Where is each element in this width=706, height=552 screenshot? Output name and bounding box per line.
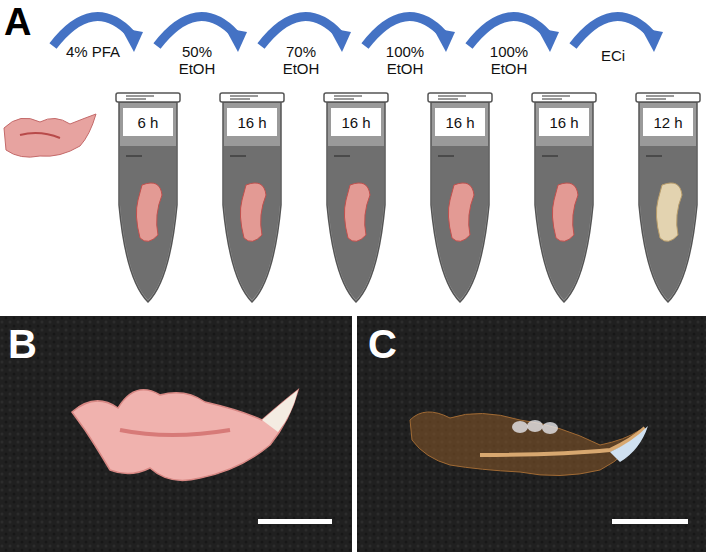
molar <box>512 421 528 433</box>
tube-body <box>223 102 281 302</box>
step-label: 50% EtOH <box>169 44 225 77</box>
tube-cap <box>220 93 284 102</box>
step-label: 70% EtOH <box>273 44 329 77</box>
jaw-specimen <box>4 114 96 157</box>
molar <box>542 422 558 434</box>
arrow-head <box>641 28 663 52</box>
jaw-specimen <box>72 390 298 481</box>
time-text: 12 h <box>653 114 682 131</box>
step-label: 4% PFA <box>65 44 121 61</box>
fill-mark <box>646 155 662 157</box>
time-text: 16 h <box>237 114 266 131</box>
fill-mark <box>334 155 350 157</box>
time-text: 16 h <box>445 114 474 131</box>
panel-letter: B <box>8 322 52 366</box>
panel-letter: A <box>4 2 44 44</box>
cap-mark <box>542 95 570 97</box>
tube-label: 16 h <box>331 108 381 136</box>
step-arrow <box>261 17 339 46</box>
step-arrow <box>573 17 651 46</box>
cleared-jaw <box>410 412 640 476</box>
fill-mark <box>438 155 454 157</box>
molar <box>527 420 543 432</box>
tube-cap <box>324 93 388 102</box>
tubes <box>116 93 700 302</box>
tube-specimen <box>344 183 370 241</box>
arrow-head <box>121 28 143 52</box>
tube-label: 12 h <box>643 108 693 136</box>
cap-mark <box>230 98 250 100</box>
tube-label: 16 h <box>539 108 589 136</box>
fill-mark <box>126 155 142 157</box>
tube-liquid <box>224 146 280 300</box>
arrow-head <box>537 28 559 52</box>
cap-mark <box>646 98 666 100</box>
tube-body <box>327 102 385 302</box>
tube-label: 16 h <box>227 108 277 136</box>
cap-mark <box>126 98 146 100</box>
tube-cap <box>636 93 700 102</box>
photo-panel <box>357 316 706 552</box>
cap-mark <box>438 98 458 100</box>
cap-mark <box>334 95 362 97</box>
tube-label: 16 h <box>435 108 485 136</box>
arrow-head <box>329 28 351 52</box>
tube-specimen <box>656 183 682 241</box>
tube-specimen <box>240 183 266 241</box>
time-text: 16 h <box>341 114 370 131</box>
step-arrow <box>469 17 547 46</box>
incisor <box>262 390 298 432</box>
fill-mark <box>230 155 246 157</box>
tube-cap <box>532 93 596 102</box>
tube-liquid <box>328 146 384 300</box>
step-label: 100% EtOH <box>481 44 537 77</box>
fill-mark <box>542 155 558 157</box>
time-text: 16 h <box>549 114 578 131</box>
tube-specimen <box>552 183 578 241</box>
cap-mark <box>646 95 674 97</box>
cap-mark <box>230 95 258 97</box>
cap-mark <box>438 95 466 97</box>
arrow-head <box>225 28 247 52</box>
tube-liquid <box>120 146 176 300</box>
step-arrow <box>157 17 235 46</box>
step-label: ECi <box>585 48 641 65</box>
tube-label: 6 h <box>123 108 173 136</box>
panel-letter: C <box>368 322 412 366</box>
step-label: 100% EtOH <box>377 44 433 77</box>
cap-mark <box>126 95 154 97</box>
cap-mark <box>542 98 562 100</box>
scale-bar <box>258 519 332 524</box>
tube-body <box>431 102 489 302</box>
specimen-detail <box>20 133 60 138</box>
tube-specimen <box>448 183 474 241</box>
tube-liquid <box>432 146 488 300</box>
tube-body <box>639 102 697 302</box>
scale-bar <box>612 519 688 524</box>
arrow-head <box>433 28 455 52</box>
tube-cap <box>116 93 180 102</box>
photo-panel <box>0 316 352 552</box>
tube-specimen <box>136 183 162 241</box>
cap-mark <box>334 98 354 100</box>
tube-cap <box>428 93 492 102</box>
tube-liquid <box>640 146 696 300</box>
specimen-detail <box>120 430 230 435</box>
tube-body <box>119 102 177 302</box>
step-arrows <box>53 17 663 52</box>
step-arrow <box>365 17 443 46</box>
tube-liquid <box>536 146 592 300</box>
time-text: 6 h <box>138 114 159 131</box>
incisor <box>610 426 648 462</box>
step-arrow <box>53 17 131 46</box>
tube-body <box>535 102 593 302</box>
